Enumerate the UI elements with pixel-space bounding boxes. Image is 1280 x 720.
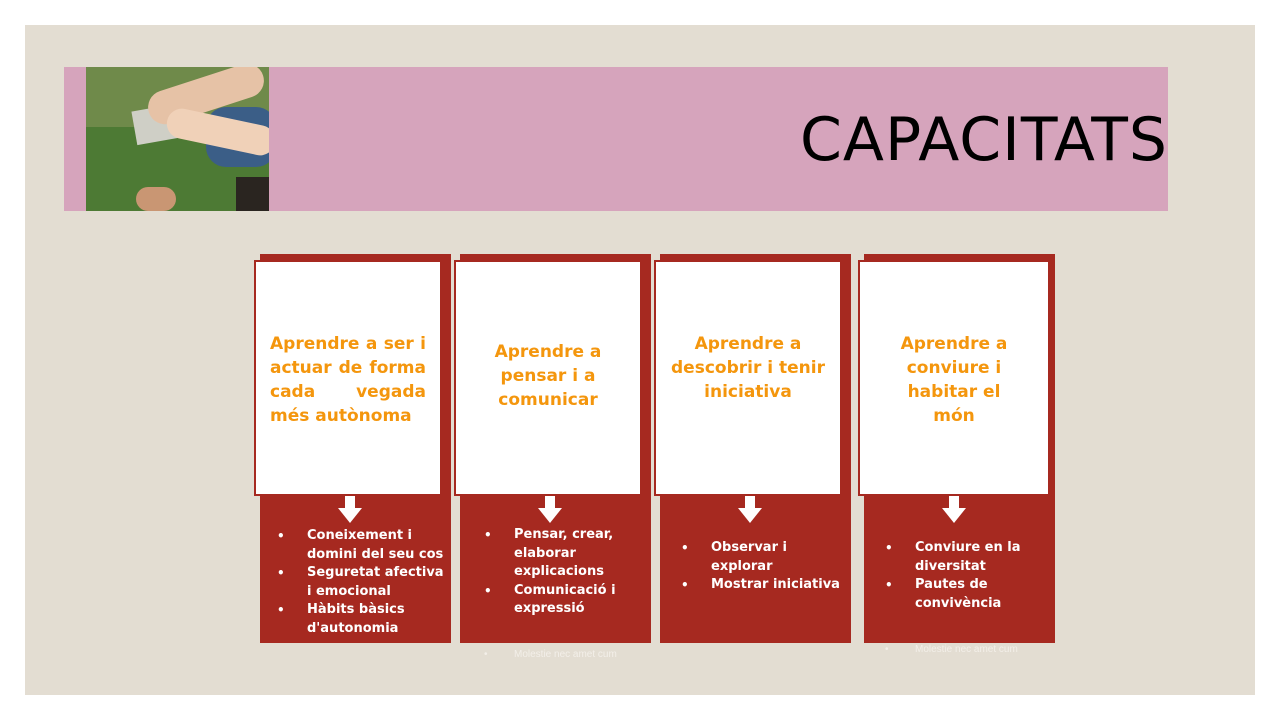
column-2-list: Pensar, crear, elaborar explicacions Com…	[484, 526, 624, 619]
list-item: Observar i explorar	[681, 539, 841, 576]
down-arrow-icon	[738, 496, 762, 524]
children-hands-photo-icon	[86, 67, 269, 211]
down-arrow-icon	[538, 496, 562, 524]
list-item: Conviure en la diversitat	[885, 539, 1025, 576]
column-3-card: Aprendre a descobrir i tenir iniciativa	[654, 260, 842, 496]
column-3-heading: Aprendre a descobrir i tenir iniciativa	[671, 334, 825, 402]
list-item: Coneixement i domini del seu cos	[277, 527, 447, 564]
list-item: Comunicació i expressió	[484, 582, 624, 619]
column-2-card: Aprendre a pensar i a comunicar	[454, 260, 642, 496]
list-item: Pensar, crear, elaborar explicacions	[484, 526, 624, 582]
column-4-list: Conviure en la diversitat Pautes de conv…	[885, 539, 1025, 613]
list-item: Seguretat afectiva i emocional	[277, 564, 447, 601]
column-1-heading: Aprendre a ser i actuar de forma cada ve…	[270, 334, 426, 426]
column-1-list: Coneixement i domini del seu cos Seguret…	[277, 527, 447, 638]
column-2-heading: Aprendre a pensar i a comunicar	[494, 342, 602, 410]
down-arrow-icon	[942, 496, 966, 524]
list-item: Hàbits bàsics d'autonomia	[277, 601, 447, 638]
column-4-heading: Aprendre a conviure i habitar el món	[900, 334, 1008, 426]
list-item: Mostrar iniciativa	[681, 576, 841, 595]
column-3-list: Observar i explorar Mostrar iniciativa	[681, 539, 841, 595]
column-1-card: Aprendre a ser i actuar de forma cada ve…	[254, 260, 442, 496]
column-4-card: Aprendre a conviure i habitar el món	[858, 260, 1050, 496]
page-title: CAPACITATS	[800, 105, 1168, 175]
down-arrow-icon	[338, 496, 362, 524]
list-item: Pautes de convivència	[885, 576, 1025, 613]
